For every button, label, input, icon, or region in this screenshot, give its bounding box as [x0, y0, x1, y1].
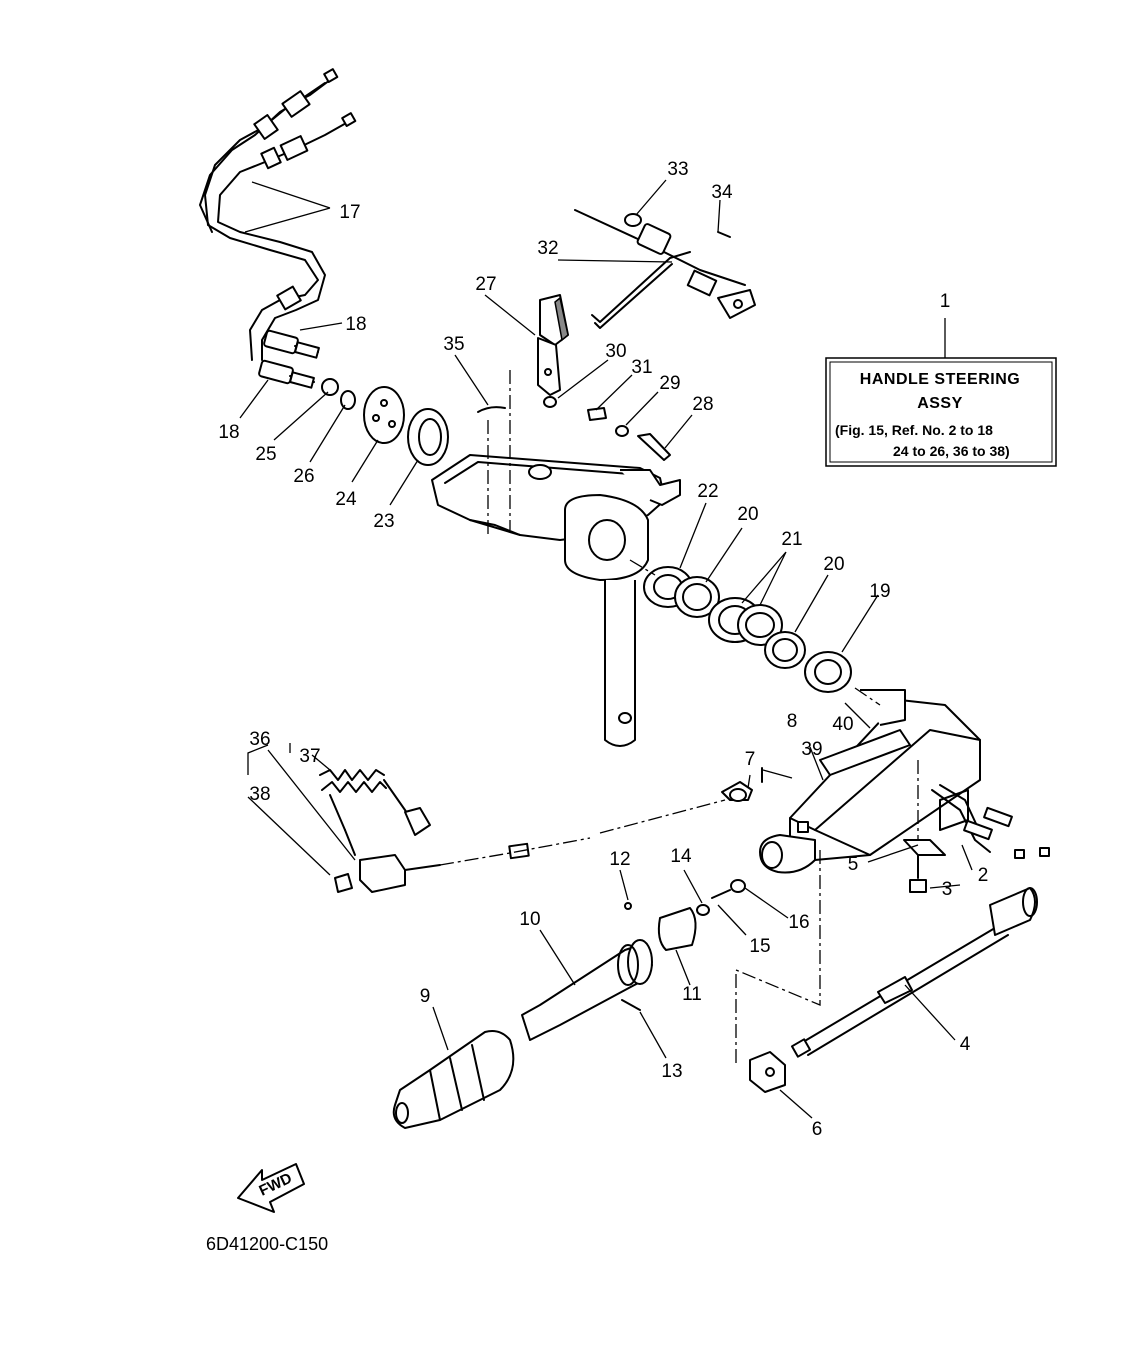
callout-5: 5 [848, 854, 859, 875]
callout-13: 13 [661, 1061, 682, 1082]
note-line-2: ASSY [917, 395, 963, 412]
throttle-cables-17 [199, 68, 357, 361]
callout-18-lower: 18 [218, 422, 239, 443]
callout-21: 21 [781, 529, 802, 550]
callout-14: 14 [670, 846, 692, 867]
callout-25: 25 [255, 444, 276, 465]
callout-36: 36 [249, 729, 270, 750]
routing-lines [439, 370, 919, 1065]
leader-lines [239, 179, 973, 1119]
callout-16: 16 [788, 912, 809, 933]
callout-4: 4 [960, 1034, 971, 1055]
callout-31: 31 [631, 357, 652, 378]
callout-27: 27 [475, 274, 496, 295]
callout-38: 38 [249, 784, 270, 805]
callout-3: 3 [942, 879, 953, 900]
callout-29: 29 [659, 373, 680, 394]
throttle-grip-9 [392, 1030, 515, 1129]
callout-40: 40 [832, 714, 853, 735]
callout-20-lower: 20 [823, 554, 844, 575]
callout-2: 2 [978, 865, 989, 886]
callout-37: 37 [299, 746, 320, 767]
callout-35: 35 [443, 334, 464, 355]
assembly-note-box: HANDLE STEERING ASSY (Fig. 15, Ref. No. … [825, 357, 1057, 467]
callout-32: 32 [537, 238, 558, 259]
callout-19: 19 [869, 581, 890, 602]
steering-bracket [431, 454, 681, 747]
callout-33: 33 [667, 159, 688, 180]
shift-lever-27 [537, 294, 569, 396]
note-line-1: HANDLE STEERING [860, 371, 1020, 388]
callout-39: 39 [801, 739, 822, 760]
callout-numbers: 1 2 3 4 5 6 7 8 9 10 11 12 13 14 15 16 1… [218, 159, 988, 1140]
collar-11-and-small-parts [621, 879, 746, 1011]
tiller-cable-ends [963, 806, 1050, 859]
callout-28: 28 [692, 394, 713, 415]
note-line-4: 24 to 26, 36 to 38) [893, 443, 1010, 459]
callout-24: 24 [335, 489, 357, 510]
callout-1: 1 [940, 291, 951, 312]
callout-8: 8 [787, 711, 798, 732]
callout-34: 34 [711, 182, 733, 203]
note-line-3: (Fig. 15, Ref. No. 2 to 18 [835, 422, 993, 438]
figure-code: 6D41200-C150 [206, 1234, 328, 1254]
callout-9: 9 [420, 986, 431, 1007]
cable-ends-18 [258, 329, 320, 389]
callout-17: 17 [339, 202, 360, 223]
callout-15: 15 [749, 936, 770, 957]
callout-6: 6 [812, 1119, 823, 1140]
shift-rod-32 [591, 251, 691, 329]
callout-20-upper: 20 [737, 504, 758, 525]
callout-12: 12 [609, 849, 630, 870]
callout-18-upper: 18 [345, 314, 366, 335]
callout-23: 23 [373, 511, 394, 532]
shift-shaft-33 [574, 209, 756, 319]
stop-switch-lanyard [319, 769, 530, 893]
callout-10: 10 [519, 909, 540, 930]
washers-stack [643, 566, 852, 693]
friction-rod-4 [790, 887, 1038, 1058]
callout-11: 11 [682, 984, 702, 1005]
small-fasteners [477, 396, 671, 461]
callout-26: 26 [293, 466, 314, 487]
callout-7: 7 [745, 749, 756, 770]
forward-arrow-icon: FWD [237, 1163, 305, 1213]
callout-22: 22 [697, 481, 718, 502]
throttle-shaft-10 [521, 939, 653, 1041]
friction-parts [321, 378, 449, 466]
bracket-5-and-bolt-3 [903, 839, 946, 893]
clamp-6 [749, 1051, 786, 1093]
callout-30: 30 [605, 341, 626, 362]
switch-7-8 [721, 767, 763, 802]
tiller-handle-body [759, 689, 991, 874]
